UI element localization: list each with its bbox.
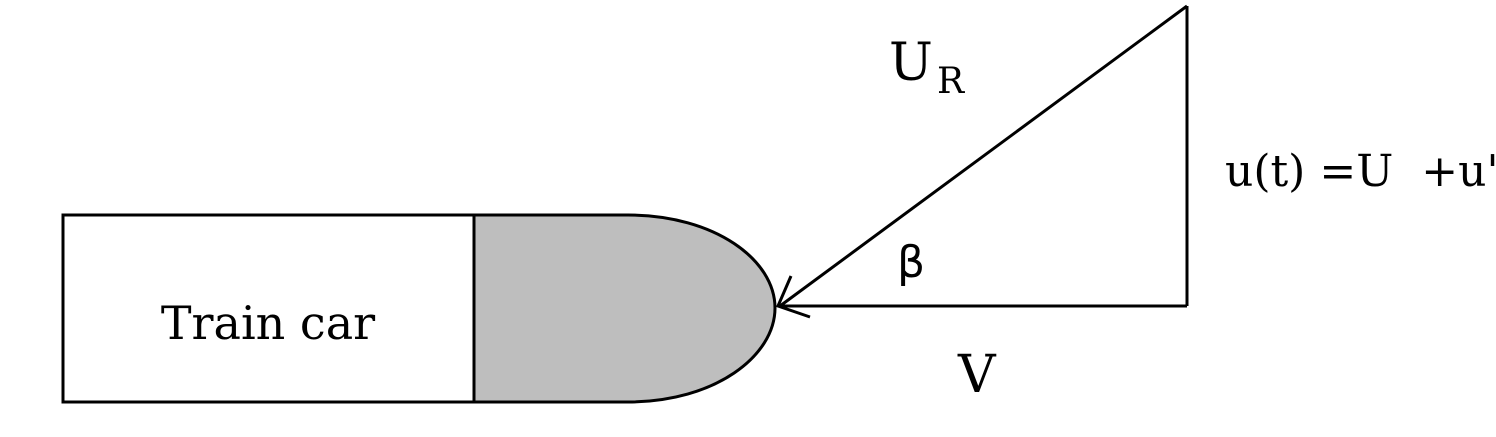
train-car-body — [61, 213, 476, 404]
angle-beta-label: β — [897, 237, 925, 288]
relative-velocity-vector — [779, 4, 1188, 308]
relative-velocity-subscript: R — [937, 61, 965, 102]
arrowhead — [775, 275, 811, 319]
relative-velocity-symbol: U — [889, 33, 933, 93]
relative-velocity-label: U R — [889, 33, 965, 102]
wind-equation-label: u(t) =U +u'(t) — [1225, 146, 1496, 197]
train-car-label: Train car — [161, 296, 375, 350]
train-nose — [472, 213, 777, 404]
train-velocity-label: V — [957, 345, 997, 405]
